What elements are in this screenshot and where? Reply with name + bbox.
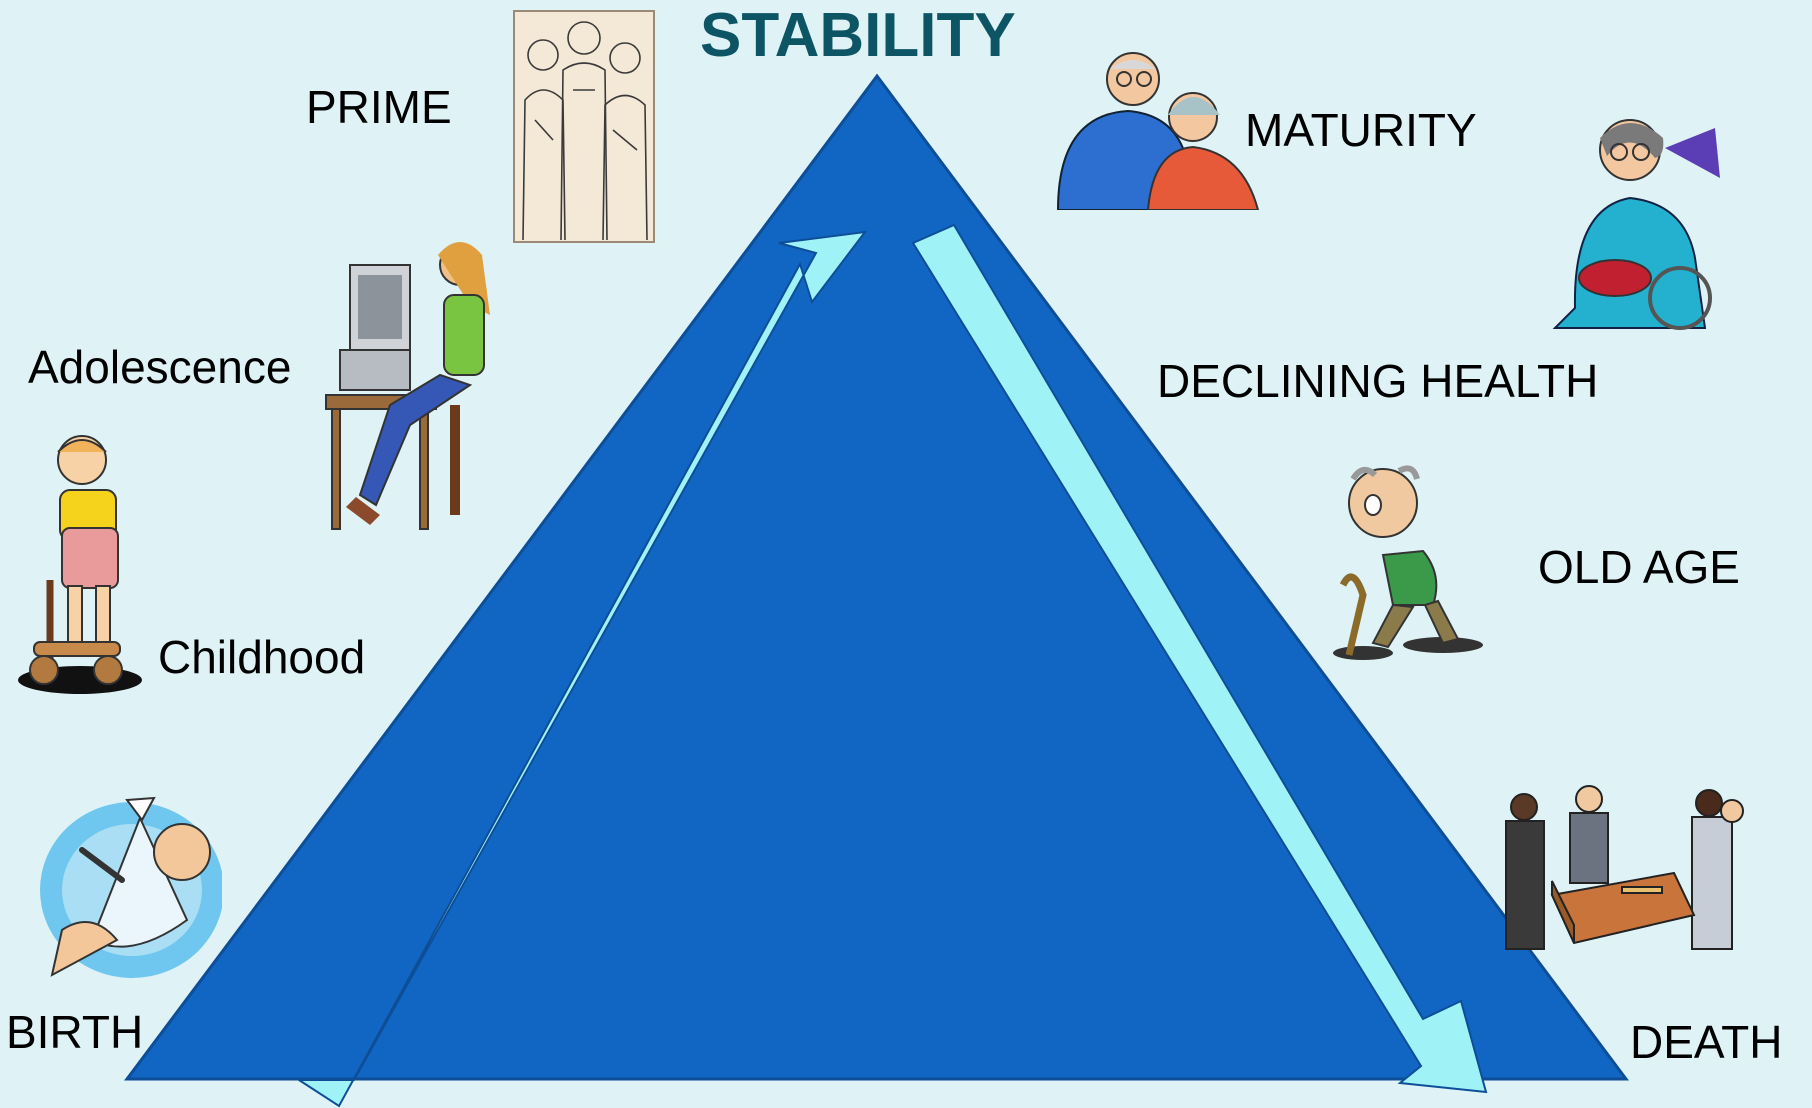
life-triangle [124,73,1629,1081]
child-with-scooter-icon [10,430,160,700]
stage-label-declining-health: DECLINING HEALTH [1157,355,1599,407]
stage-label-maturity: MATURITY [1245,104,1477,156]
stage-label-childhood: Childhood [158,631,366,683]
teen-at-computer-icon [320,235,500,545]
diagram-title: STABILITY [700,1,1016,70]
sketched-trio-icon [513,10,655,243]
stage-label-prime: PRIME [306,81,452,133]
rising-arrow [295,230,868,1108]
stage-label-birth: BIRTH [6,1006,144,1058]
stage-label-death: DEATH [1630,1016,1783,1068]
declining-arrow [911,223,1488,1094]
stage-label-old-age: OLD AGE [1538,541,1740,593]
stage-label-adolescence: Adolescence [28,341,292,393]
pallbearers-with-coffin-icon [1504,785,1749,950]
baby-in-stork-bundle-icon [22,790,222,990]
elderly-couple-icon [1048,45,1278,210]
woman-in-wheelchair-icon [1545,108,1725,333]
old-man-with-cane-icon [1313,455,1485,665]
